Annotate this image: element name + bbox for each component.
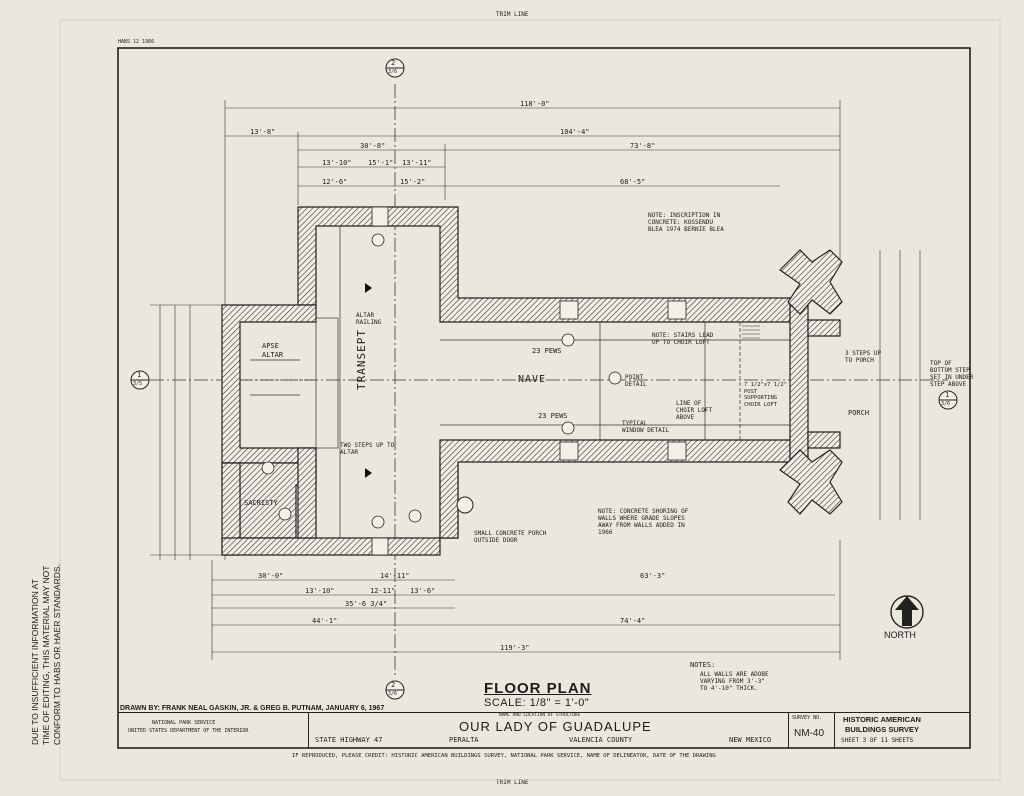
dim-bottom-8: 74'-4"	[620, 617, 646, 625]
county: VALENCIA COUNTY	[569, 736, 633, 744]
room-label-transept: TRANSEPT	[355, 329, 368, 390]
room-label-apse: APSE	[262, 342, 279, 350]
dim-top-6: 15'-1"	[368, 159, 394, 167]
dim-bottom-6: 13'-6"	[410, 587, 436, 595]
note-walls: ALL WALLS ARE ADOBE VARYING FROM 3'-3" T…	[700, 671, 769, 692]
dim-top-4: 73'-8"	[630, 142, 656, 150]
side-note-line: CONFORM TO HABS OR HAER STANDARDS.	[52, 564, 62, 745]
dim-bottom-9: 44'-1"	[312, 617, 338, 625]
note-porch: SMALL CONCRETE PORCH OUTSIDE DOOR	[474, 530, 547, 544]
dim-top-10: 68'-5"	[620, 178, 646, 186]
habs-line2: BUILDINGS SURVEY	[845, 725, 920, 734]
room-label-altar: ALTAR	[262, 351, 284, 359]
section-marker-right-num: 1	[945, 391, 950, 399]
section-marker-bottom-sheet: 3/6	[388, 691, 398, 697]
trim-line-top: TRIM LINE	[496, 11, 529, 18]
side-note-line: TIME OF EDITING, THIS MATERIAL MAY NOT	[41, 565, 51, 745]
structure-name: OUR LADY OF GUADALUPE	[459, 719, 652, 734]
section-marker-top-num: 2	[391, 59, 396, 67]
room-label-pews-south: 23 PEWS	[538, 412, 568, 420]
habs-line1: HISTORIC AMERICAN	[843, 715, 921, 724]
note-choir-loft: LINE OF CHOIR LOFT ABOVE	[676, 400, 713, 421]
structure-caption: NAME AND LOCATION OF STRUCTURE	[499, 713, 581, 718]
room-label-sacristy: SACRISTY	[244, 499, 278, 507]
state: NEW MEXICO	[729, 736, 772, 744]
reproduction-credit: IF REPRODUCED, PLEASE CREDIT: HISTORIC A…	[292, 753, 716, 759]
habs-cell: HISTORIC AMERICAN BUILDINGS SURVEY SHEET…	[834, 713, 971, 749]
dim-bottom-3: 63'-3"	[640, 572, 666, 580]
survey-label: SURVEY NO.	[792, 715, 823, 721]
note-stairs: NOTE: STAIRS LEAD UP TO CHOIR LOFT	[652, 332, 714, 346]
dim-top-5: 13'-10"	[322, 159, 352, 167]
dim-top-7: 13'-11"	[402, 159, 432, 167]
room-label-nave: NAVE	[518, 374, 547, 385]
survey-cell: SURVEY NO. NM-40	[788, 713, 835, 749]
north-arrow-icon	[890, 595, 924, 629]
title-block: NATIONAL PARK SERVICE UNITED STATES DEPA…	[118, 712, 970, 749]
sheet-number: SHEET 3 OF 11 SHEETS	[841, 737, 914, 744]
structure-cell: NAME AND LOCATION OF STRUCTURE OUR LADY …	[308, 713, 789, 749]
drawn-by: DRAWN BY: FRANK NEAL GASKIN, JR. & GREG …	[120, 705, 385, 712]
note-window-detail: TYPICAL WINDOW DETAIL	[622, 420, 669, 434]
note-three-steps: 3 STEPS UP TO PORCH	[845, 350, 882, 364]
note-top-step: TOP OF BOTTOM STEP SET IN UNDER STEP ABO…	[930, 360, 974, 388]
dim-bottom-7: 35'-6 3/4"	[345, 600, 388, 608]
note-two-steps: TWO STEPS UP TO ALTAR	[340, 442, 395, 456]
survey-number: NM-40	[794, 728, 825, 739]
dim-bottom-4: 13'-10"	[305, 587, 335, 595]
dim-top-2: 104'-4"	[560, 128, 590, 136]
dim-top-9: 15'-2"	[400, 178, 426, 186]
address: STATE HIGHWAY 47	[315, 736, 383, 744]
note-shoring: NOTE: CONCRETE SHORING OF WALLS WHERE GR…	[598, 508, 689, 536]
dim-bottom-2: 14'-11"	[380, 572, 410, 580]
section-marker-left-num: 1	[137, 371, 142, 379]
section-marker-bottom-num: 2	[391, 681, 396, 689]
section-marker-right-sheet: 3/6	[941, 401, 951, 407]
dim-top-3: 30'-8"	[360, 142, 386, 150]
note-post-support: 7 1/2"x7 1/2" POST SUPPORTING CHOIR LOFT	[744, 382, 788, 408]
dim-top-1: 13'-8"	[250, 128, 276, 136]
section-marker-top-sheet: 3/6	[388, 69, 398, 75]
trim-line-bottom: TRIM LINE	[496, 779, 529, 786]
dim-bottom-10: 119'-3"	[500, 644, 530, 652]
note-walls-head: NOTES:	[690, 661, 716, 669]
sheet-code: HABS 12 1966	[118, 39, 155, 45]
room-label-pews-north: 23 PEWS	[532, 347, 562, 355]
note-altar-railing: ALTAR RAILING	[356, 312, 382, 326]
side-note: DUE TO INSUFFICIENT INFORMATION AT TIME …	[30, 564, 63, 745]
section-marker-left-sheet: 3/5	[133, 381, 143, 387]
agency-line1: NATIONAL PARK SERVICE	[152, 720, 216, 726]
drawing-title: FLOOR PLAN	[484, 680, 592, 697]
note-inscription: NOTE: INSCRIPTION IN CONCRETE: KOSSENDU …	[648, 212, 724, 233]
dim-bottom-5: 12-11"	[370, 587, 396, 595]
town: PERALTA	[449, 736, 479, 744]
room-label-porch: PORCH	[848, 409, 870, 417]
dim-bottom-1: 30'-0"	[258, 572, 284, 580]
note-point-detail: POINT DETAIL	[625, 374, 647, 388]
north-label: NORTH	[884, 630, 916, 640]
dim-top-8: 12'-6"	[322, 178, 348, 186]
dim-overall-top: 118'-0"	[520, 100, 550, 108]
drawing-scale: SCALE: 1/8" = 1'-0"	[484, 697, 590, 709]
agency-line2: UNITED STATES DEPARTMENT OF THE INTERIOR	[128, 728, 249, 734]
side-note-line: DUE TO INSUFFICIENT INFORMATION AT	[30, 579, 40, 745]
